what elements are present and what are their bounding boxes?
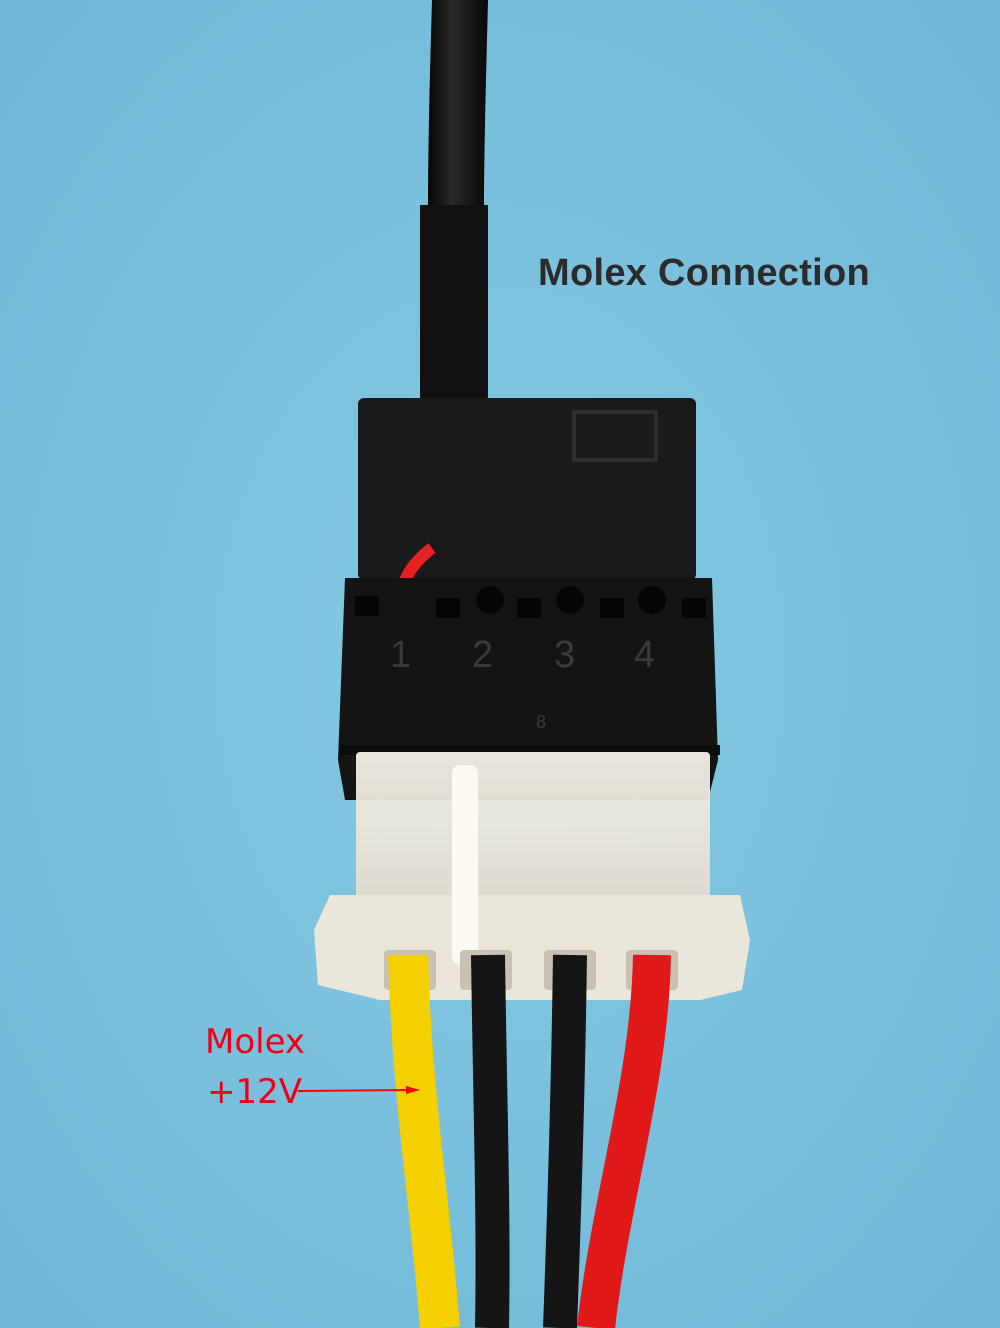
image-title: Molex Connection — [538, 252, 871, 294]
mold-mark: 8 — [536, 712, 547, 732]
annotation-arrow — [297, 1089, 415, 1092]
black-wire-1 — [471, 954, 510, 1328]
yellow-wire — [388, 954, 460, 1328]
white-molex-flange — [314, 895, 750, 1000]
pin-number-1: 1 — [390, 634, 412, 676]
latch-window — [572, 410, 658, 462]
molex-label: Molex — [205, 1022, 306, 1062]
pin-number-2: 2 — [472, 634, 494, 676]
arrow-head-icon — [406, 1086, 420, 1094]
red-wire — [577, 954, 671, 1328]
pin-holes — [355, 586, 706, 618]
voltage-label: +12V — [207, 1072, 303, 1112]
black-wire-2 — [543, 954, 587, 1328]
black-connector-top — [358, 398, 696, 580]
pin-number-4: 4 — [634, 634, 656, 676]
black-connector-body — [338, 578, 718, 800]
pin-number-3: 3 — [554, 634, 576, 676]
